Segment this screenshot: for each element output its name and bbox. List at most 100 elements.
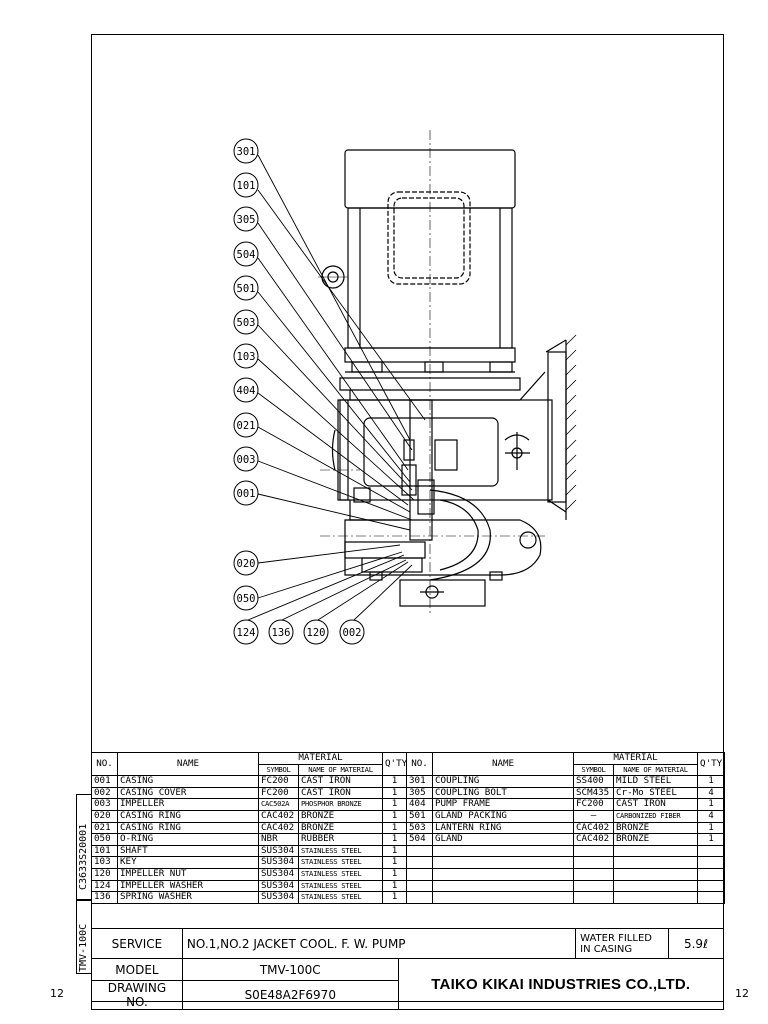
cell-no: 124	[91, 879, 118, 893]
cell-material: BRONZE	[613, 833, 699, 846]
callout-136: 136	[268, 619, 294, 645]
callout-501: 501	[233, 275, 259, 301]
cell-material: BRONZE	[297, 821, 384, 835]
pump-base	[399, 579, 486, 607]
service-value: NO.1,NO.2 JACKET COOL. F. W. PUMP	[181, 928, 577, 959]
cell-symbol: CAC402	[258, 821, 299, 835]
callout-305: 305	[233, 206, 259, 232]
side-code-bottom: TMV-100C	[78, 923, 89, 972]
cell-material	[613, 891, 699, 904]
cell-name: COUPLING	[432, 775, 575, 788]
cell-qty: 4	[697, 809, 726, 823]
cell-symbol: SUS304	[258, 844, 299, 858]
svg-text:504: 504	[237, 249, 256, 261]
col-name: NAME	[117, 751, 259, 777]
cell-no: 001	[91, 775, 118, 788]
table-header-row-1: NO. NAME MATERIAL Q'TY NO. NAME MATERIAL…	[91, 751, 726, 777]
cell-symbol: NBR	[258, 833, 299, 846]
cell-name: IMPELLER	[117, 798, 259, 811]
cell-qty	[697, 856, 726, 869]
cell-material: CAST IRON	[297, 786, 384, 800]
callout-003: 003	[233, 446, 259, 472]
svg-text:503: 503	[237, 317, 256, 329]
drawing-no-value: S0E48A2F6970	[181, 980, 399, 1010]
cell-qty: 1	[697, 833, 726, 846]
cell-material	[613, 844, 699, 858]
callout-002: 002	[339, 619, 365, 645]
cell-material: STAINLESS STEEL	[297, 867, 384, 881]
callout-020: 020	[233, 550, 259, 576]
cell-symbol: CAC402	[573, 821, 615, 835]
cell-symbol: SUS304	[258, 867, 299, 881]
cell-name: COUPLING BOLT	[432, 786, 575, 800]
pump-frame	[339, 399, 553, 501]
cell-no: 305	[406, 786, 434, 800]
callout-124: 124	[233, 619, 259, 645]
svg-text:101: 101	[237, 180, 256, 192]
cell-symbol: CAC402	[573, 833, 615, 846]
cell-qty: 1	[382, 798, 408, 811]
svg-text:120: 120	[307, 627, 326, 639]
cell-qty: 1	[697, 821, 726, 835]
svg-text:404: 404	[237, 385, 256, 397]
cell-qty: 1	[382, 891, 408, 904]
cell-name: IMPELLER WASHER	[117, 879, 259, 893]
svg-text:501: 501	[237, 283, 256, 295]
water-label-line2: IN CASING	[580, 943, 633, 955]
callout-503: 503	[233, 309, 259, 335]
cell-name	[432, 856, 575, 869]
cell-material: STAINLESS STEEL	[297, 891, 384, 904]
cell-qty: 1	[382, 867, 408, 881]
cell-name	[432, 891, 575, 904]
title-block: SERVICE NO.1,NO.2 JACKET COOL. F. W. PUM…	[91, 928, 725, 1010]
table-header-row-2: SYMBOL NAME OF MATERIAL SYMBOL NAME OF M…	[92, 763, 725, 777]
cell-symbol: FC200	[258, 786, 299, 800]
svg-text:002: 002	[343, 627, 362, 639]
page-number-left: 12	[50, 987, 64, 1000]
cell-no	[406, 867, 434, 881]
cell-symbol: FC200	[258, 775, 299, 788]
cell-no	[406, 856, 434, 869]
cell-name	[432, 879, 575, 893]
svg-text:001: 001	[237, 488, 256, 500]
cell-name: PUMP FRAME	[432, 798, 575, 811]
cell-name: CASING COVER	[117, 786, 259, 800]
cell-name: SPRING WASHER	[117, 891, 259, 904]
callout-120: 120	[303, 619, 329, 645]
cell-symbol: SUS304	[258, 891, 299, 904]
water-filled-value: 5.9ℓ	[668, 928, 724, 959]
col-qty: Q'TY	[382, 751, 408, 777]
svg-text:003: 003	[237, 454, 256, 466]
cell-name	[432, 867, 575, 881]
cell-material: BRONZE	[613, 821, 699, 835]
shaft-housing	[409, 399, 433, 541]
cell-no: 501	[406, 809, 434, 823]
col-name-of-material: NAME OF MATERIAL	[297, 763, 384, 777]
callout-021: 021	[233, 412, 259, 438]
cell-no: 103	[91, 856, 118, 869]
cell-symbol: CAC402	[258, 809, 299, 823]
col-symbol: SYMBOL	[258, 763, 299, 777]
cell-qty: 1	[697, 798, 726, 811]
col-qty: Q'TY	[697, 751, 726, 777]
cell-no: 404	[406, 798, 434, 811]
service-label: SERVICE	[91, 928, 183, 959]
cell-qty: 1	[382, 821, 408, 835]
cell-no: 002	[91, 786, 118, 800]
frame-window	[363, 417, 499, 487]
svg-text:020: 020	[237, 558, 256, 570]
cell-material: CAST IRON	[613, 798, 699, 811]
cell-symbol	[573, 856, 615, 869]
cell-qty: 1	[382, 844, 408, 858]
cell-no: 120	[91, 867, 118, 881]
cell-no	[406, 879, 434, 893]
callout-103: 103	[233, 343, 259, 369]
cell-no: 050	[91, 833, 118, 846]
cell-qty: 1	[382, 809, 408, 823]
cell-no: 020	[91, 809, 118, 823]
cell-symbol: SS400	[573, 775, 615, 788]
callout-001: 001	[233, 480, 259, 506]
cell-material: CAST IRON	[297, 775, 384, 788]
